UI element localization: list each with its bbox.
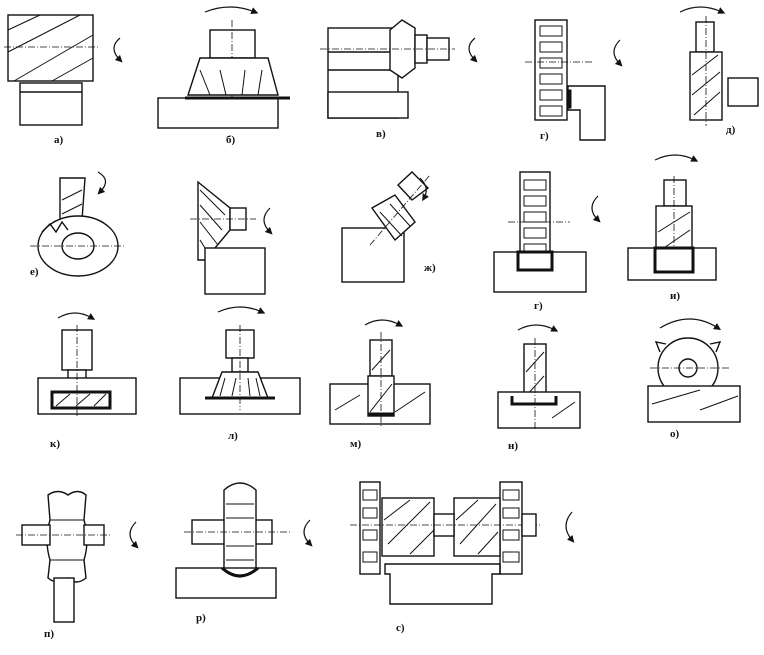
label-k: к) — [50, 438, 61, 450]
label-g2: г) — [534, 300, 543, 312]
scheme-v-face-milling — [320, 19, 478, 119]
scheme-p-form-milling — [16, 490, 139, 623]
scheme-d-end-milling — [679, 6, 759, 126]
scheme-angle-milling — [190, 180, 273, 295]
label-v: в) — [376, 128, 386, 140]
scheme-b-face-milling — [157, 6, 290, 129]
label-r: р) — [196, 612, 206, 624]
scheme-r-form-milling — [175, 482, 313, 599]
label-a: а) — [54, 134, 64, 146]
label-s: с) — [396, 622, 405, 634]
label-e: е) — [30, 266, 39, 278]
scheme-g2-slot-milling — [493, 171, 601, 293]
scheme-g-disk-milling — [525, 19, 623, 141]
scheme-o-profile-milling — [647, 318, 741, 423]
scheme-s-gang-milling — [350, 481, 575, 605]
label-d: д) — [726, 124, 736, 136]
label-m: м) — [350, 438, 362, 450]
scheme-l-dovetail-milling — [179, 306, 301, 415]
label-i: и) — [670, 290, 681, 302]
scheme-m-keyway-milling — [329, 319, 431, 428]
label-p: п) — [44, 628, 55, 640]
scheme-e-gear-cutting — [30, 171, 126, 277]
scheme-n-slot-milling — [497, 324, 581, 430]
label-zh: ж) — [424, 262, 436, 274]
label-o: о) — [670, 428, 680, 440]
label-b: б) — [226, 134, 236, 146]
label-l: л) — [228, 430, 238, 442]
label-n: н) — [508, 440, 519, 452]
scheme-i-pocket-milling — [627, 154, 717, 281]
label-g: г) — [540, 130, 549, 142]
scheme-zh-angle-milling — [341, 171, 431, 283]
scheme-k-tslot-milling — [37, 312, 137, 418]
scheme-a-slab-milling — [4, 14, 123, 126]
